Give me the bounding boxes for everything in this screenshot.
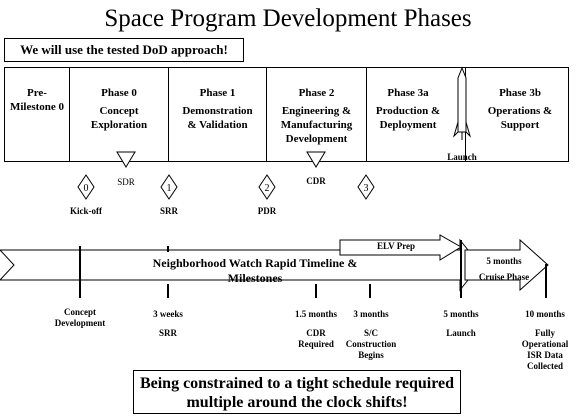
phase-desc-line1: Concept	[99, 105, 139, 117]
timeline-title-line1: Neighborhood Watch Rapid Timeline &	[152, 256, 358, 270]
phase-box	[4, 67, 569, 162]
phase-pre-milestone: Pre- Milestone 0	[5, 86, 69, 114]
mark-duration: 3 weeks	[153, 309, 183, 319]
cdr-triangle-icon	[306, 151, 326, 168]
sdr-triangle-icon	[116, 151, 136, 168]
timeline-tick	[369, 284, 371, 298]
timeline-mark-srr: 3 weeks SRR	[140, 309, 196, 339]
milestone-1-label: SRR	[159, 206, 178, 216]
phase-desc-line2: Exploration	[90, 119, 148, 131]
phase-name-line2: Milestone 0	[9, 101, 65, 113]
milestone-0-diamond-icon: 0	[77, 174, 95, 200]
phase-divider	[69, 67, 70, 162]
timeline-title: Neighborhood Watch Rapid Timeline & Mile…	[130, 256, 380, 286]
milestone-1-diamond-icon: 1	[160, 174, 178, 200]
rocket-icon	[452, 66, 472, 140]
timeline-tick	[167, 246, 169, 252]
phase-1: Phase 1 Demonstration & Validation	[169, 86, 266, 132]
phase-divider	[168, 67, 169, 162]
milestone-3-diamond-icon: 3	[357, 174, 375, 200]
phase-divider	[266, 67, 267, 162]
elv-prep-arrow	[339, 234, 462, 261]
timeline-tick	[79, 246, 81, 298]
mark-line4: Collected	[527, 361, 563, 371]
phase-desc-line2: Support	[500, 119, 540, 131]
mark-line1: S/C	[363, 328, 378, 338]
mark-line3: ISR Data	[527, 350, 563, 360]
milestone-number: 1	[167, 183, 172, 194]
milestone-number: 2	[265, 183, 270, 194]
phase-desc-line1: Operations &	[487, 105, 553, 117]
launch-label: Launch	[447, 152, 477, 162]
cruise-phase-arrow	[464, 238, 549, 292]
elv-prep-label: ELV Prep	[376, 241, 416, 251]
cruise-label: Cruise Phase	[478, 272, 530, 282]
mark-duration: 1.5 months	[294, 309, 337, 319]
milestone-number: 3	[364, 183, 369, 194]
page-title: Space Program Development Phases	[104, 5, 472, 32]
phase-desc-line1: Production &	[375, 105, 441, 117]
mark-line1: Concept	[64, 307, 96, 317]
cdr-label: CDR	[306, 176, 326, 186]
milestone-2-diamond-icon: 2	[258, 174, 276, 200]
phase-desc-line1: Demonstration	[182, 105, 253, 117]
mark-line1: Fully	[534, 328, 555, 338]
timeline-mark-concept: Concept Development	[47, 307, 113, 329]
callout-line1: Being constrained to a tight schedule re…	[139, 375, 455, 392]
mark-duration: 10 months	[525, 309, 565, 319]
phase-name: Phase 0	[101, 87, 137, 99]
phase-3a: Phase 3a Production & Deployment	[367, 86, 449, 132]
sdr-label: SDR	[117, 177, 135, 187]
timeline-mark-sc-construction: 3 months S/C Construction Begins	[340, 309, 402, 361]
mark-line2: Development	[54, 318, 106, 328]
phase-name: Pre-	[27, 87, 47, 99]
phase-name: Phase 3b	[499, 87, 541, 99]
mark-line2: Operational	[521, 339, 569, 349]
timeline-tick	[315, 284, 317, 298]
timeline-mark-cdr: 1.5 months CDR Required	[285, 309, 347, 350]
phase-name: Phase 2	[298, 87, 335, 99]
phase-name: Phase 1	[199, 87, 236, 99]
timeline-title-line2: Milestones	[227, 271, 283, 285]
timeline-tick	[460, 240, 462, 298]
phase-desc-line1: Engineering &	[281, 105, 352, 117]
phase-desc-line2: & Validation	[187, 119, 248, 131]
callout-box: Being constrained to a tight schedule re…	[133, 370, 461, 414]
milestone-0-label: Kick-off	[70, 206, 102, 216]
phase-name: Phase 3a	[387, 87, 429, 99]
mark-duration: 5 months	[443, 309, 479, 319]
phase-0: Phase 0 Concept Exploration	[70, 86, 168, 132]
phase-2: Phase 2 Engineering & Manufacturing Deve…	[267, 86, 366, 146]
timeline-tick	[545, 264, 547, 298]
mark-line1: SRR	[158, 328, 177, 338]
phase-divider	[366, 67, 367, 162]
mark-line2: Required	[298, 339, 334, 349]
milestone-number: 0	[84, 183, 89, 194]
phase-3b: Phase 3b Operations & Support	[472, 86, 568, 132]
mark-line2: Construction	[345, 339, 397, 349]
mark-line1: Launch	[446, 328, 476, 338]
mark-line1: CDR	[306, 328, 326, 338]
cruise-duration: 5 months	[486, 256, 522, 266]
timeline-mark-operational: 10 months Fully Operational ISR Data Col…	[514, 309, 576, 372]
milestone-2-label: PDR	[257, 206, 277, 216]
callout-line2: multiple around the clock shifts!	[186, 394, 408, 411]
timeline-arrow	[0, 234, 549, 292]
mark-duration: 3 months	[353, 309, 389, 319]
phase-desc-line2: Manufacturing	[280, 119, 353, 131]
tagline-box: We will use the tested DoD approach!	[4, 38, 244, 62]
phase-desc-line2: Deployment	[379, 119, 437, 131]
mark-line3: Begins	[358, 350, 384, 360]
timeline-mark-launch: 5 months Launch	[430, 309, 492, 339]
phase-desc-line3: Development	[285, 133, 348, 145]
timeline-tick	[167, 284, 169, 298]
